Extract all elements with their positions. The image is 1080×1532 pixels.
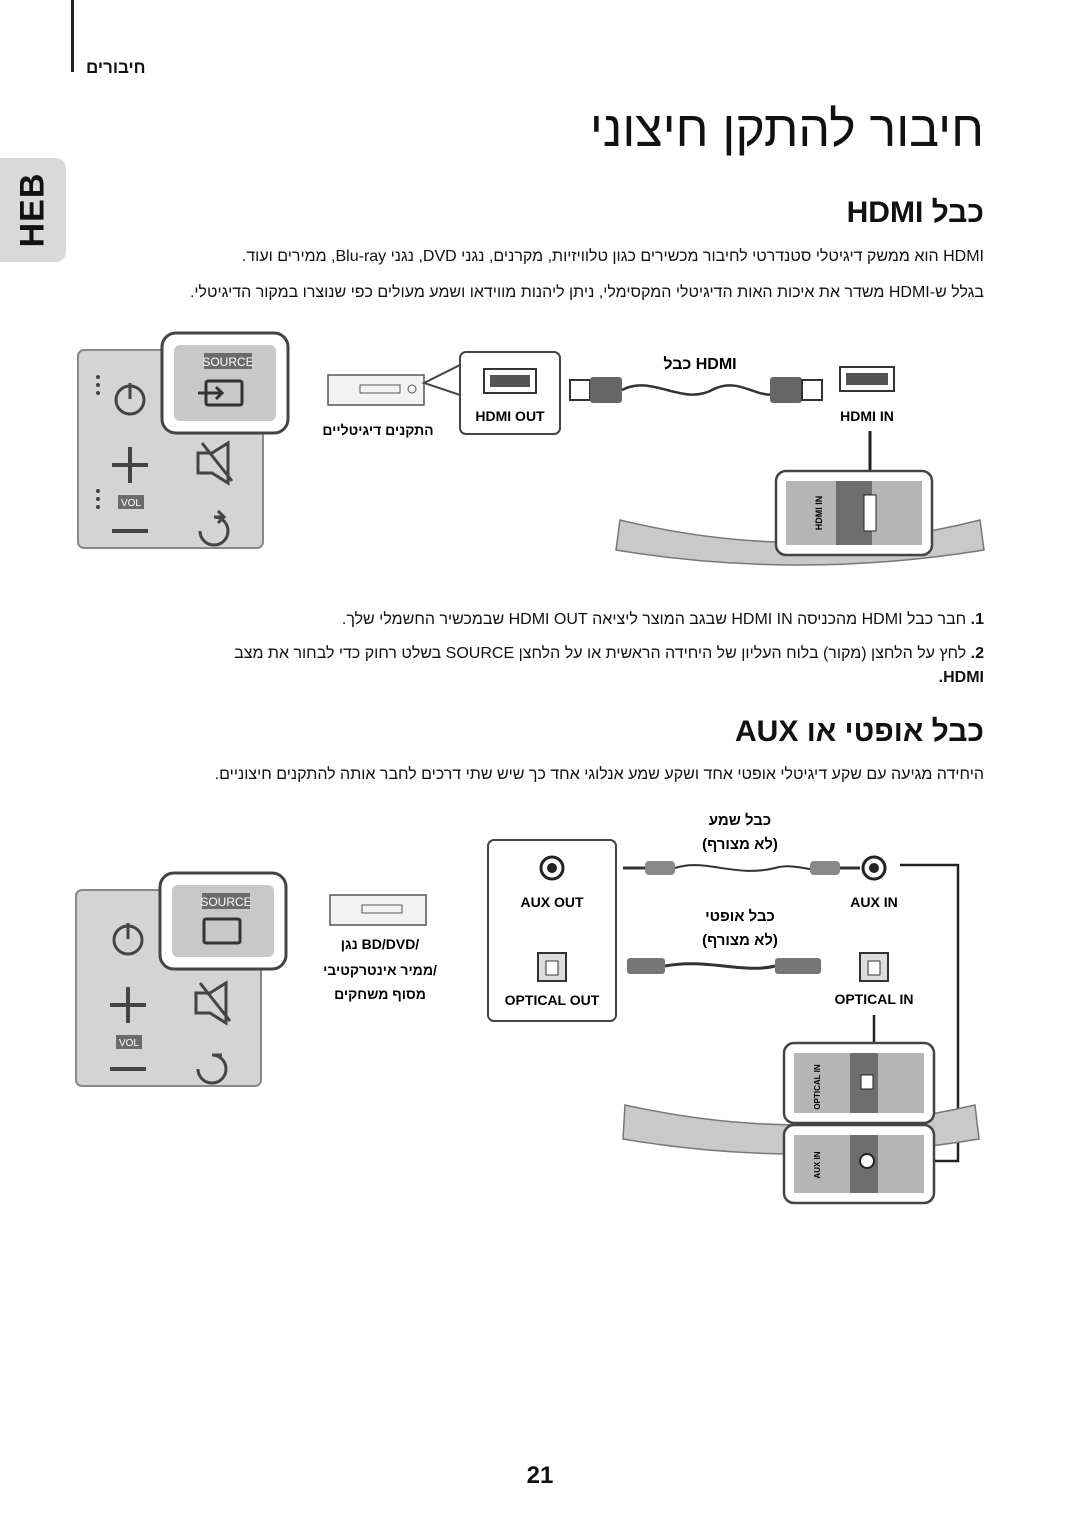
page-number: 21 (526, 1462, 554, 1489)
optical-cable (627, 958, 821, 974)
source-key-label: SOURCE (202, 355, 253, 369)
audio-cable (623, 861, 860, 875)
header-divider (71, 0, 74, 72)
hdmi-step-2-text: לחץ על הלחצן (מקור) בלוח העליון של היחיד… (234, 645, 967, 662)
hdmi-step-2-number: 2. (970, 645, 984, 662)
aux-device-label-3: מסוף משחקים (334, 986, 426, 1002)
hdmi-step-1-number: 1. (970, 611, 984, 628)
aux-device-label-1: נגן BD/DVD/ (341, 936, 420, 952)
hdmi-cable-label: כבל HDMI (663, 355, 736, 373)
hdmi-connection-diagram: SOURCE VOL התקנים דיגיטליים HDMI OUT כבל… (77, 331, 985, 566)
optical-in-label: OPTICAL IN (834, 991, 913, 1007)
hdmi-paragraph-2: בגלל ש-HDMI משדר את איכות האות הדיגיטלי … (189, 284, 984, 301)
aux-paragraph: היחידה מגיעה עם שקע דיגיטלי אופטי אחד וש… (214, 766, 984, 783)
audio-cable-label: כבל שמע (709, 812, 771, 829)
page-title: חיבור להתקן חיצוני (589, 101, 984, 157)
source-device-icon (327, 374, 425, 406)
panel-hdmi-in-label: HDMI IN (814, 496, 824, 531)
hdmi-in-label: HDMI IN (840, 408, 894, 424)
hdmi-section-title: כבל HDMI (846, 196, 984, 229)
hdmi-cable (569, 377, 823, 403)
source-key-label: SOURCE (200, 895, 251, 909)
hdmi-step-1: 1. חבר כבל HDMI מהכניסה HDMI IN שבגב המו… (96, 608, 984, 632)
hdmi-step-1-text: חבר כבל HDMI מהכניסה HDMI IN שבגב המוצר … (341, 611, 967, 628)
optical-cable-label: כבל אופטי (705, 908, 775, 925)
aux-device-label-2: ממיר אינטרקטיבי/ (323, 962, 437, 978)
top-panel-illustration: SOURCE VOL (75, 871, 288, 1087)
hdmi-paragraph-1: HDMI הוא ממשק דיגיטלי סטנדרטי לחיבור מכש… (241, 248, 984, 265)
hdmi-device-label: התקנים דיגיטליים (322, 422, 433, 438)
hdmi-step-2: 2. לחץ על הלחצן (מקור) בלוח העליון של הי… (96, 642, 984, 666)
header-section-label: חיבורים (86, 58, 146, 77)
hdmi-step-2-continuation: HDMI. (938, 669, 984, 686)
optical-out-label: OPTICAL OUT (505, 992, 600, 1008)
hdmi-out-label: HDMI OUT (475, 408, 545, 424)
language-tab-label: HEB (13, 172, 52, 248)
top-panel-illustration: SOURCE VOL (77, 331, 290, 549)
vol-key-label: VOL (121, 498, 141, 509)
panel-aux-in-label: AUX IN (813, 1151, 822, 1178)
panel-optical-in-label: OPTICAL IN (813, 1064, 822, 1109)
aux-section-title: כבל אופטי או AUX (735, 715, 984, 748)
audio-cable-note: (לא מצורף) (702, 836, 778, 853)
vol-key-label: VOL (119, 1038, 139, 1049)
source-device-icon (329, 894, 427, 926)
language-tab: HEB (0, 158, 66, 262)
aux-optical-connection-diagram: SOURCE VOL נגן BD/DVD/ ממיר אינטרקטיבי/ … (75, 812, 980, 1205)
optical-cable-note: (לא מצורף) (702, 932, 778, 949)
aux-in-label: AUX IN (850, 894, 897, 910)
aux-out-label: AUX OUT (521, 894, 584, 910)
